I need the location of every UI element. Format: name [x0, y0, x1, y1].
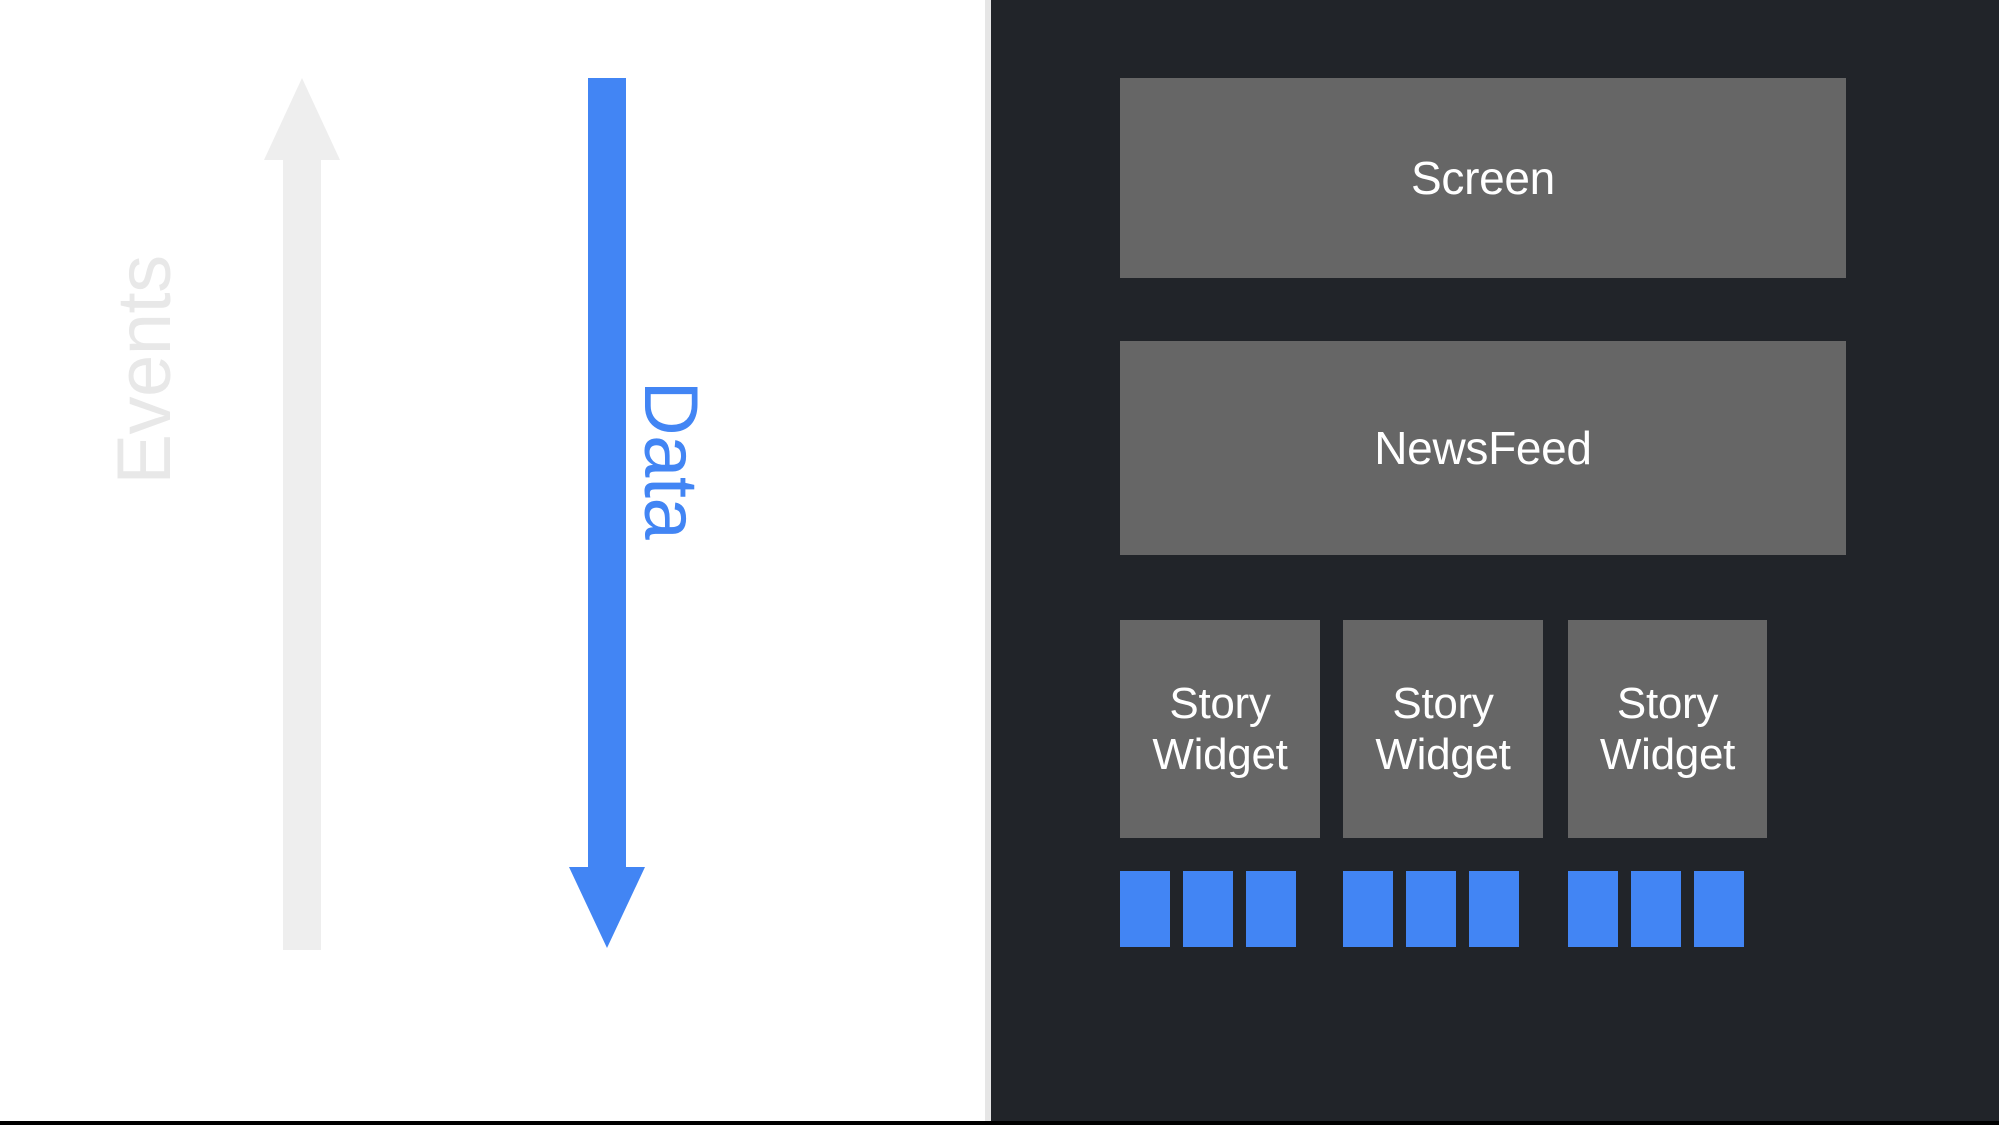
leaf-node[interactable]: [1246, 871, 1296, 947]
leaf-node[interactable]: [1406, 871, 1456, 947]
story-widget-row: Story Widget Story Widget Story Widget: [1120, 620, 1846, 838]
node-newsfeed[interactable]: NewsFeed: [1120, 341, 1846, 555]
story-widget-1-line1: Story: [1169, 678, 1271, 728]
bottom-rule: [0, 1121, 1999, 1125]
leaf-node[interactable]: [1631, 871, 1681, 947]
flow-legend-panel: Events Data: [0, 0, 991, 1125]
data-flow-label: Data: [628, 380, 713, 540]
leaf-node-row: [1120, 871, 1846, 947]
leaf-node[interactable]: [1469, 871, 1519, 947]
events-flow-label: Events: [102, 255, 187, 485]
node-story-widget-2[interactable]: Story Widget: [1343, 620, 1543, 838]
data-arrow: [566, 78, 648, 948]
component-tree-panel: Screen NewsFeed Story Widget Story Widge…: [991, 0, 1999, 1125]
leaf-node[interactable]: [1343, 871, 1393, 947]
arrow-down-icon: [569, 78, 645, 948]
arrow-up-icon: [264, 78, 340, 950]
node-story-widget-3[interactable]: Story Widget: [1568, 620, 1767, 838]
node-story-widget-1[interactable]: Story Widget: [1120, 620, 1320, 838]
story-widget-2-line1: Story: [1392, 678, 1494, 728]
story-widget-3-line1: Story: [1616, 678, 1719, 728]
story-widget-2-line2: Widget: [1375, 730, 1511, 779]
leaf-node[interactable]: [1120, 871, 1170, 947]
leaf-node[interactable]: [1568, 871, 1618, 947]
node-screen[interactable]: Screen: [1120, 78, 1846, 278]
panel-divider: [985, 0, 991, 1125]
story-widget-1-line2: Widget: [1152, 730, 1288, 779]
leaf-node[interactable]: [1183, 871, 1233, 947]
story-widget-3-line2: Widget: [1599, 730, 1736, 779]
leaf-node[interactable]: [1694, 871, 1744, 947]
events-arrow: [262, 78, 342, 950]
